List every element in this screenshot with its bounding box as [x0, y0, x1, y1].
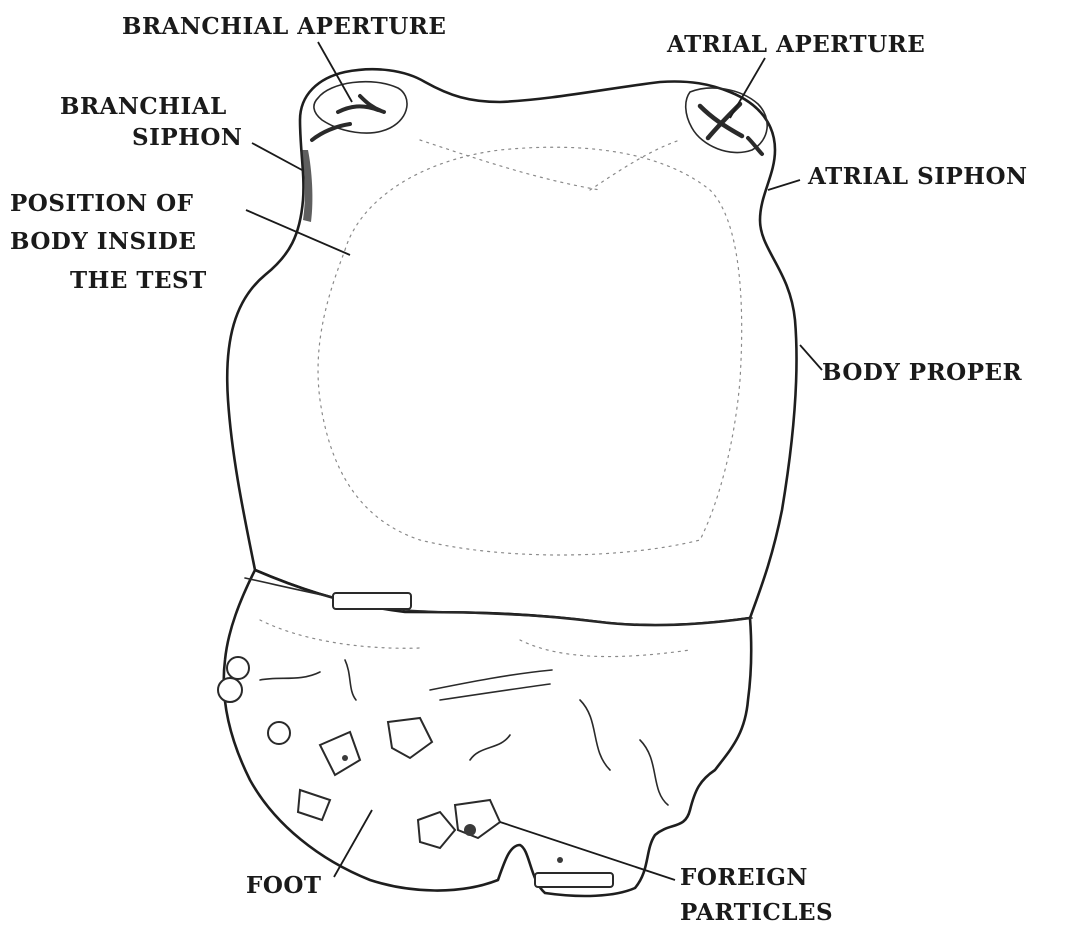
label-branchial-siphon-1: BRANCHIAL: [60, 93, 227, 120]
speck-2: [342, 755, 348, 761]
leader-branchial-siphon: [252, 143, 302, 170]
label-foreign-particles-1: FOREIGN: [680, 864, 808, 891]
leader-atrial-siphon: [768, 180, 800, 190]
label-atrial-aperture: ATRIAL APERTURE: [666, 31, 925, 58]
label-position-2: BODY INSIDE: [10, 228, 196, 255]
particle-circle-2: [218, 678, 242, 702]
label-foreign-particles-2: PARTICLES: [680, 899, 833, 926]
particle-rect-top: [333, 593, 411, 609]
label-position-3: THE TEST: [70, 267, 207, 294]
label-body-proper: BODY PROPER: [822, 359, 1023, 386]
speck-3: [557, 857, 563, 863]
label-position-1: POSITION OF: [10, 190, 194, 217]
particle-rect-bottom: [535, 873, 613, 887]
speck-1: [464, 824, 476, 836]
body-proper-outline: [227, 69, 796, 625]
label-atrial-siphon: ATRIAL SIPHON: [807, 163, 1028, 190]
leader-body-proper: [800, 345, 822, 370]
particle-circle-3: [268, 722, 290, 744]
particle-circle-1: [227, 657, 249, 679]
label-branchial-siphon-2: SIPHON: [132, 124, 242, 151]
label-branchial-aperture: BRANCHIAL APERTURE: [122, 13, 446, 40]
label-foot: FOOT: [246, 872, 322, 899]
